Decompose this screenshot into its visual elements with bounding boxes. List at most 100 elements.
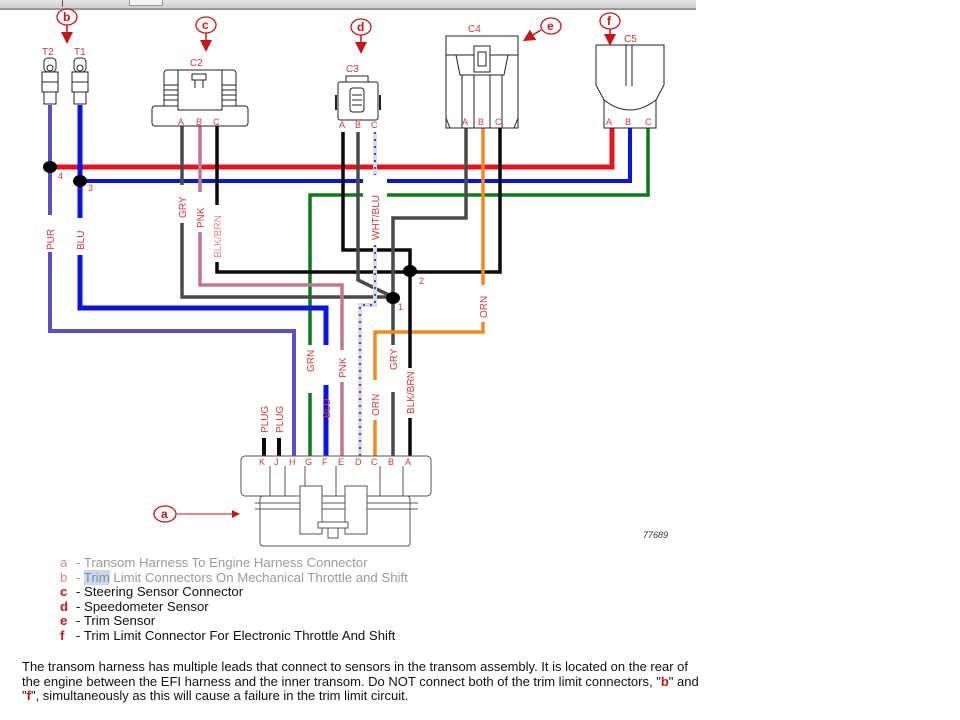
label-orn-right: ORN — [479, 296, 490, 318]
main-pin-e: E — [338, 457, 344, 467]
callout-f: f — [599, 12, 621, 46]
connector-t2 — [41, 57, 59, 105]
viewer-toolbar — [0, 0, 696, 10]
label-plug-k: PLUG — [260, 406, 271, 433]
main-pin-g: G — [305, 457, 312, 467]
label-plug-j: PLUG — [275, 406, 286, 433]
connector-c3 — [335, 75, 381, 121]
svg-text:d: d — [357, 20, 364, 34]
connector-c4 — [445, 35, 519, 129]
legend-item-f: f - Trim Limit Connector For Electronic T… — [60, 627, 408, 644]
label-orn-bottom: ORN — [371, 394, 382, 416]
main-pin-j: J — [274, 457, 279, 467]
legend-prefix: - — [76, 569, 84, 585]
splice-1 — [386, 292, 400, 304]
wire-gray-c2-lower — [180, 223, 393, 299]
c3-pin-c: C — [371, 120, 378, 130]
legend-key: b — [60, 569, 68, 585]
toolbar-separator — [62, 0, 63, 7]
legend-key: e — [60, 613, 68, 629]
svg-text:b: b — [63, 10, 70, 24]
label-blu-left: BLU — [76, 231, 87, 250]
svg-text:f: f — [607, 14, 612, 28]
wire-red — [50, 128, 615, 170]
wire-gray-c3b — [356, 132, 394, 299]
figure-number: 77689 — [643, 530, 668, 540]
wire-orange-c4-lower — [373, 322, 485, 380]
splice-4 — [43, 161, 57, 173]
connector-t1 — [71, 57, 89, 105]
main-pin-a: A — [405, 457, 411, 467]
c5-pin-a: A — [606, 117, 612, 127]
legend-item-b: b- Trim Limit Connectors On Mechanical T… — [60, 569, 408, 586]
paragraph-ref-b: b — [660, 673, 669, 689]
c2-pin-c: C — [213, 117, 220, 127]
connector-c5 — [595, 44, 665, 129]
legend-key: c — [60, 584, 68, 600]
callout-a: a — [153, 505, 240, 523]
toolbar-field[interactable] — [129, 0, 163, 6]
wire-blue-t1-lower — [77, 255, 329, 345]
label-t1: T1 — [74, 47, 86, 58]
c4-pin-b: B — [478, 117, 484, 127]
legend-text: - Trim Sensor — [76, 613, 156, 629]
splice-label-4: 4 — [58, 171, 63, 181]
main-pin-k: K — [259, 457, 265, 467]
c3-pin-b: B — [355, 120, 361, 130]
main-pin-c: C — [371, 457, 378, 467]
c5-pin-b: B — [625, 117, 631, 127]
legend-key: f — [60, 627, 65, 643]
callout-e: e — [522, 17, 562, 42]
label-pnk-bottom: PNK — [338, 357, 349, 378]
selected-text-highlight[interactable]: Trim — [83, 569, 110, 585]
label-c4: C4 — [468, 24, 481, 35]
legend-item-d: d - Speedometer Sensor — [60, 598, 408, 615]
wiring-diagram: 4 3 2 1 PUR BLU GRY PNK BLK/BRN WHT/BLU … — [41, 8, 668, 547]
connector-c2 — [151, 69, 249, 127]
legend-key: d — [60, 598, 69, 614]
c2-pin-a: A — [178, 117, 184, 127]
legend-text: - Speedometer Sensor — [76, 598, 209, 614]
legend-text: - Trim Limit Connector For Electronic Th… — [76, 627, 396, 643]
splice-label-2: 2 — [419, 276, 424, 286]
legend-item-a: a - Transom Harness To Engine Harness Con… — [60, 555, 408, 571]
callout-d: d — [350, 18, 372, 54]
label-pnk-c2: PNK — [196, 207, 207, 228]
legend-key: a — [60, 555, 68, 570]
c4-pin-c: C — [495, 117, 502, 127]
main-pin-b: B — [388, 457, 394, 467]
paragraph-ref-f: f — [26, 688, 31, 704]
svg-text:a: a — [161, 507, 168, 521]
c5-pin-c: C — [645, 117, 652, 127]
paragraph-text: " and " — [22, 673, 699, 704]
legend-text: - Transom Harness To Engine Harness Conn… — [76, 555, 368, 570]
label-blkbrn-bottom: BLK/BRN — [406, 371, 417, 414]
callout-b: b — [56, 8, 78, 44]
label-pur: PUR — [46, 229, 57, 250]
wire-green-bus-right — [387, 128, 650, 197]
label-grn: GRN — [306, 350, 317, 372]
main-pin-d: D — [355, 457, 362, 467]
wire-blue-bus-right — [387, 128, 632, 183]
wire-green — [308, 193, 363, 345]
splice-2 — [403, 265, 417, 277]
legend-text: - Steering Sensor Connector — [76, 584, 244, 600]
label-t2: T2 — [42, 47, 54, 58]
paragraph-text: ", simultaneously as this will cause a f… — [30, 688, 409, 704]
wire-pink-c2-lower — [198, 232, 344, 350]
svg-text:e: e — [547, 19, 554, 33]
paragraph-text: The transom harness has multiple leads t… — [22, 659, 688, 689]
callout-c: c — [195, 16, 217, 52]
splice-label-1: 1 — [398, 302, 403, 312]
legend: a - Transom Harness To Engine Harness Con… — [60, 555, 408, 644]
label-gry-bottom: GRY — [389, 348, 400, 370]
legend-item-c: c - Steering Sensor Connector — [60, 584, 408, 600]
main-pin-f: F — [322, 457, 328, 467]
wire-whtblu-lower — [358, 245, 377, 456]
splice-label-3: 3 — [88, 183, 93, 193]
wire-purple-lower — [48, 252, 296, 456]
label-c2: C2 — [190, 58, 203, 69]
c3-pin-a: A — [339, 120, 345, 130]
c2-pin-b: B — [196, 117, 202, 127]
label-blu-bottom: BLU — [322, 399, 333, 418]
